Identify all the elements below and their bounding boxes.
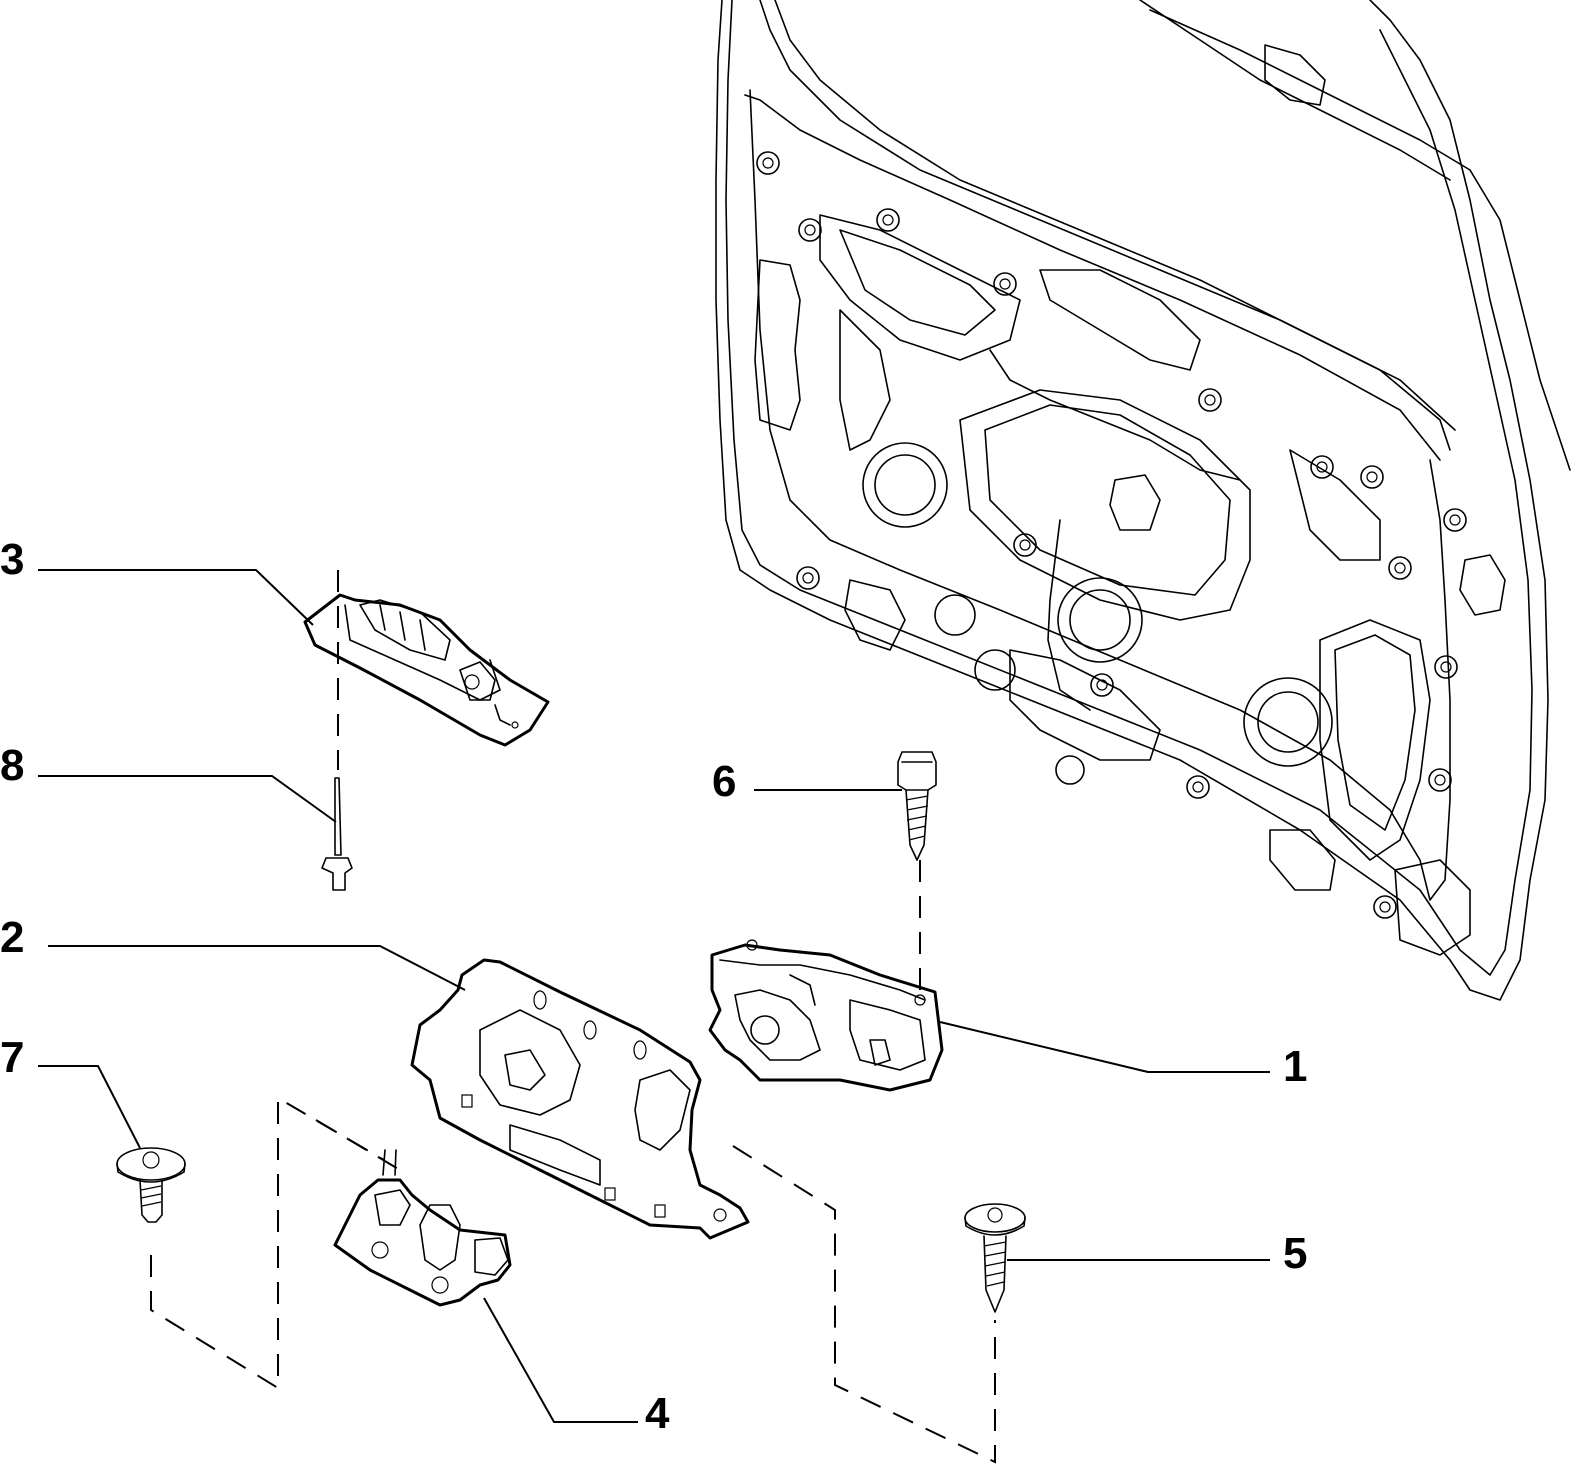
callout-3: 3 xyxy=(0,535,24,584)
leader-lines xyxy=(38,569,1270,1423)
callout-2: 2 xyxy=(0,913,24,962)
callout-6: 6 xyxy=(712,757,736,806)
callout-5: 5 xyxy=(1283,1229,1307,1278)
part-8-rivet xyxy=(321,777,353,891)
part-2-reinforcement-plate xyxy=(410,958,750,1240)
part-4-striker xyxy=(333,1149,512,1307)
part-7-screw xyxy=(116,1147,186,1223)
part-6-bolt xyxy=(897,751,937,861)
callout-7: 7 xyxy=(0,1033,24,1082)
callout-1: 1 xyxy=(1283,1042,1307,1091)
callout-4: 4 xyxy=(645,1389,670,1438)
part-5-screw xyxy=(964,1203,1026,1313)
part-1-lock-mechanism xyxy=(708,939,944,1092)
alignment-lines xyxy=(150,570,996,1464)
part-3-handle-housing xyxy=(303,593,550,747)
callout-8: 8 xyxy=(0,741,24,790)
tailgate-inner-panel xyxy=(715,0,1571,1001)
callout-labels: 1 2 3 4 5 6 7 8 xyxy=(0,535,1307,1438)
